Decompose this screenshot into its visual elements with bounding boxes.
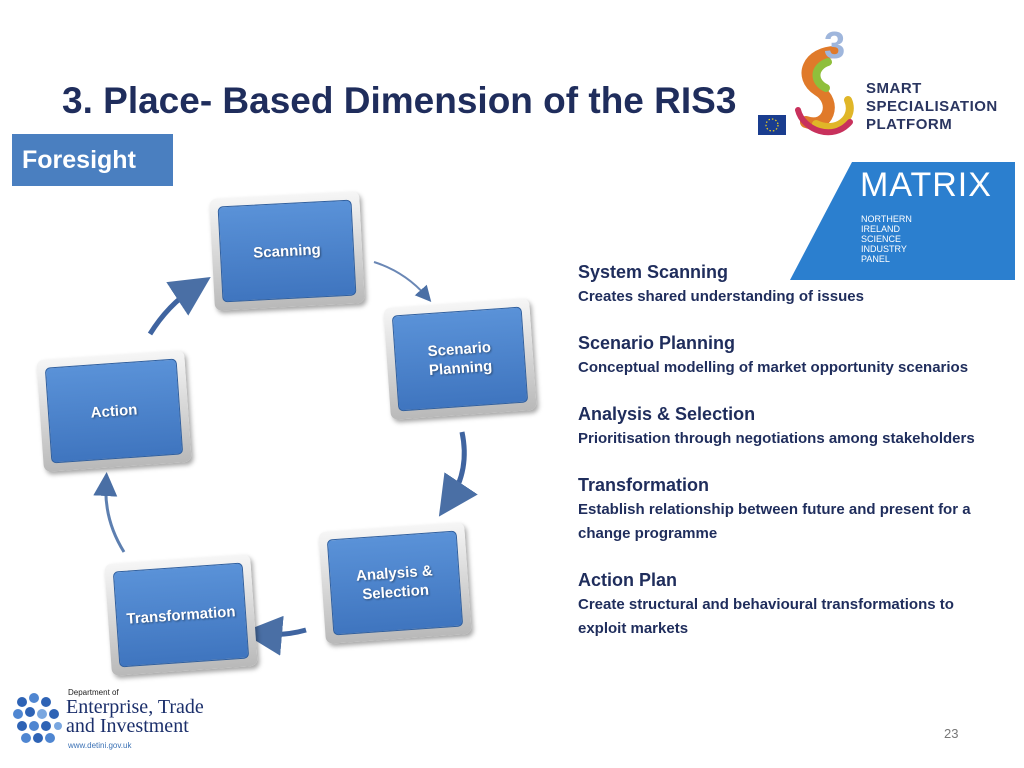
node-analysis-selection: Analysis &Selection bbox=[318, 522, 472, 644]
matrix-sub5: PANEL bbox=[861, 254, 890, 264]
step-item: System Scanning Creates shared understan… bbox=[578, 262, 978, 309]
page-number: 23 bbox=[944, 726, 959, 741]
node-action-label: Action bbox=[90, 400, 138, 422]
node-scenario-label-2: Planning bbox=[428, 357, 493, 380]
matrix-sub3: SCIENCE bbox=[861, 234, 902, 244]
node-transformation-label: Transformation bbox=[125, 602, 237, 628]
matrix-sub1: NORTHERN bbox=[861, 214, 912, 224]
s3-logo-text: SMART SPECIALISATION PLATFORM bbox=[866, 80, 998, 134]
deti-name-text: Enterprise, Trade and Investment bbox=[66, 696, 204, 737]
slide-title: 3. Place- Based Dimension of the RIS3 bbox=[62, 80, 737, 121]
matrix-logo bbox=[790, 162, 1015, 280]
arrow-transformation-to-action bbox=[93, 472, 126, 553]
step-description: Creates shared understanding of issues bbox=[578, 288, 864, 305]
smart-specialisation-logo: 3 bbox=[758, 25, 854, 136]
deti-line1: Enterprise, Trade bbox=[66, 696, 204, 718]
node-scanning: Scanning bbox=[209, 191, 365, 311]
matrix-word: MATRIX bbox=[860, 166, 992, 204]
step-description: Establish relationship between future an… bbox=[578, 501, 971, 542]
deti-department-text: Department of bbox=[68, 688, 119, 697]
step-description: Conceptual modelling of market opportuni… bbox=[578, 359, 969, 376]
step-item: Action Plan Create structural and behavi… bbox=[578, 570, 978, 641]
arrow-scanning-to-scenario bbox=[373, 261, 432, 303]
step-title: Analysis & Selection bbox=[578, 404, 756, 424]
step-item: Analysis & Selection Prioritisation thro… bbox=[578, 404, 978, 451]
s3-numeral: 3 bbox=[824, 25, 845, 67]
step-item: Scenario Planning Conceptual modelling o… bbox=[578, 333, 978, 380]
matrix-sub4: INDUSTRY bbox=[861, 244, 907, 254]
arrow-action-to-scanning bbox=[147, 277, 211, 336]
step-title: System Scanning bbox=[578, 262, 729, 282]
arrow-analysis-to-transformation bbox=[242, 615, 307, 656]
node-transformation: Transformation bbox=[104, 554, 258, 676]
node-scanning-label: Scanning bbox=[252, 240, 322, 262]
foresight-label: Foresight bbox=[12, 134, 173, 186]
arrow-scenario-to-analysis bbox=[438, 431, 478, 517]
step-title: Action Plan bbox=[578, 570, 678, 590]
hexagon-cluster-icon bbox=[13, 693, 62, 743]
eu-flag-icon bbox=[758, 115, 786, 135]
matrix-subtitle: NORTHERN IRELAND SCIENCE INDUSTRY PANEL bbox=[861, 214, 912, 264]
deti-logo bbox=[13, 693, 62, 743]
s3-line3: PLATFORM bbox=[866, 116, 953, 133]
step-description: Prioritisation through negotiations amon… bbox=[578, 430, 975, 447]
step-title: Transformation bbox=[578, 475, 710, 495]
s3-line1: SMART bbox=[866, 80, 922, 97]
deti-url: www.detini.gov.uk bbox=[68, 741, 132, 750]
step-description: Create structural and behavioural transf… bbox=[578, 596, 954, 637]
s3-line2: SPECIALISATION bbox=[866, 98, 998, 115]
step-item: Transformation Establish relationship be… bbox=[578, 475, 978, 546]
node-action: Action bbox=[36, 349, 192, 473]
steps-list: System Scanning Creates shared understan… bbox=[578, 262, 978, 665]
step-title: Scenario Planning bbox=[578, 333, 736, 353]
deti-line2: and Investment bbox=[66, 715, 189, 737]
node-analysis-label-2: Selection bbox=[361, 581, 430, 604]
matrix-sub2: IRELAND bbox=[861, 224, 901, 234]
